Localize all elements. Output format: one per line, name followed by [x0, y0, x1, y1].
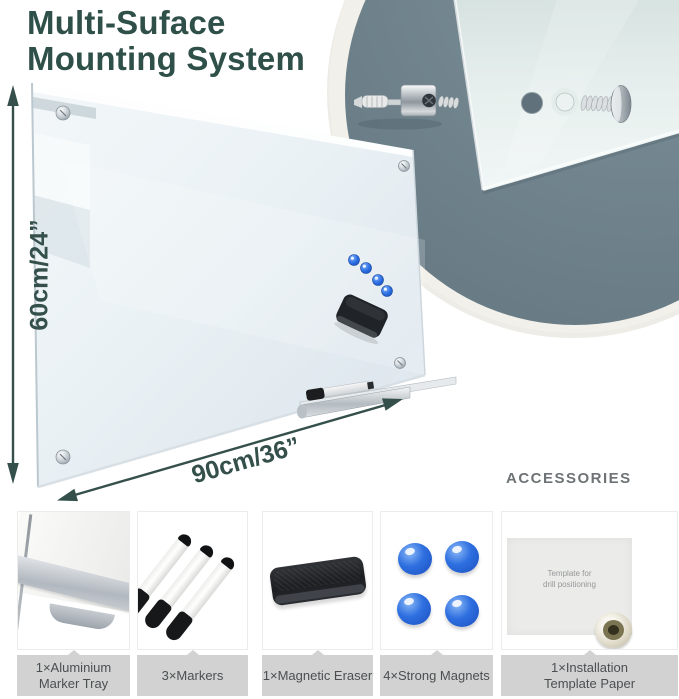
anchor-screw-shaft [387, 99, 403, 106]
board-marker-tray [297, 376, 457, 419]
eraser [268, 555, 368, 607]
hardware-shadow [358, 118, 442, 130]
accessory-image-markers [137, 511, 248, 650]
magnet [397, 593, 431, 625]
accessory-image-magnets [380, 511, 493, 650]
whiteboard-face [32, 83, 425, 487]
accessory-label: 3×Markers [137, 650, 248, 696]
accessory-label-text: 3×Markers [161, 667, 224, 683]
reflection-window [33, 133, 90, 210]
title-line1: Multi-Suface [27, 4, 226, 41]
label-notch [311, 650, 324, 655]
corner-screw [55, 105, 71, 121]
label-notch [186, 650, 199, 655]
whiteboard-top-edge [32, 83, 413, 157]
inset-glass-panel [452, 0, 679, 190]
accessory-label: 1×Aluminium Marker Tray [17, 650, 130, 696]
accessory-label: 1×Magnetic Eraser [262, 650, 373, 696]
drill-hole [521, 92, 543, 114]
accessory-label-text: 4×Strong Magnets [383, 667, 490, 683]
standoff-barrel [400, 84, 437, 117]
page-title: Multi-Suface Mounting System [27, 5, 305, 77]
corner-screw [55, 449, 71, 465]
bolt [580, 85, 632, 123]
width-arrow [57, 398, 403, 502]
whiteboard [31, 82, 457, 489]
accessories-heading: ACCESSORIES [506, 470, 632, 487]
tape-roll [595, 612, 632, 648]
magnet [398, 543, 432, 575]
magnet [381, 285, 393, 297]
height-arrow [7, 85, 19, 484]
accessory-label: 1×Installation Template Paper [501, 650, 678, 696]
magnet [360, 262, 372, 274]
whiteboard-right-edge [412, 149, 426, 376]
magnet [445, 541, 479, 573]
mounting-screw-thread [438, 95, 459, 109]
accessory-image-marker-tray [17, 511, 130, 650]
accessory-label-text: 1×Installation Template Paper [543, 659, 636, 691]
wall-anchor [354, 95, 389, 108]
magnet [348, 254, 360, 266]
sheen [60, 160, 425, 375]
accessory-image-template-paper: Template for drill positioning [501, 511, 678, 650]
glass-reflection [502, 0, 645, 173]
accessory-image-eraser [262, 511, 373, 650]
reflection-window-lower [33, 195, 90, 268]
accessory-label-text: 1×Aluminium Marker Tray [35, 659, 112, 691]
title-line2: Mounting System [27, 40, 306, 77]
board-marker [305, 381, 375, 401]
magnet [445, 595, 479, 627]
label-notch [67, 650, 80, 655]
whiteboard-left-edge [31, 82, 39, 488]
corner-screws [55, 105, 410, 465]
label-notch [430, 650, 443, 655]
corner-screw [398, 160, 410, 172]
template-paper-text-line1: Template for [547, 569, 592, 578]
gasket-ring [551, 88, 579, 116]
corner-screw [394, 357, 406, 369]
accessory-label: 4×Strong Magnets [380, 650, 493, 696]
label-notch [583, 650, 596, 655]
magnet [372, 274, 384, 286]
board-eraser [334, 294, 388, 344]
template-paper-text-line2: drill positioning [543, 580, 596, 589]
accessory-label-text: 1×Magnetic Eraser [262, 667, 373, 683]
height-label: 60cm/24” [25, 219, 54, 331]
board-magnets [348, 254, 393, 297]
